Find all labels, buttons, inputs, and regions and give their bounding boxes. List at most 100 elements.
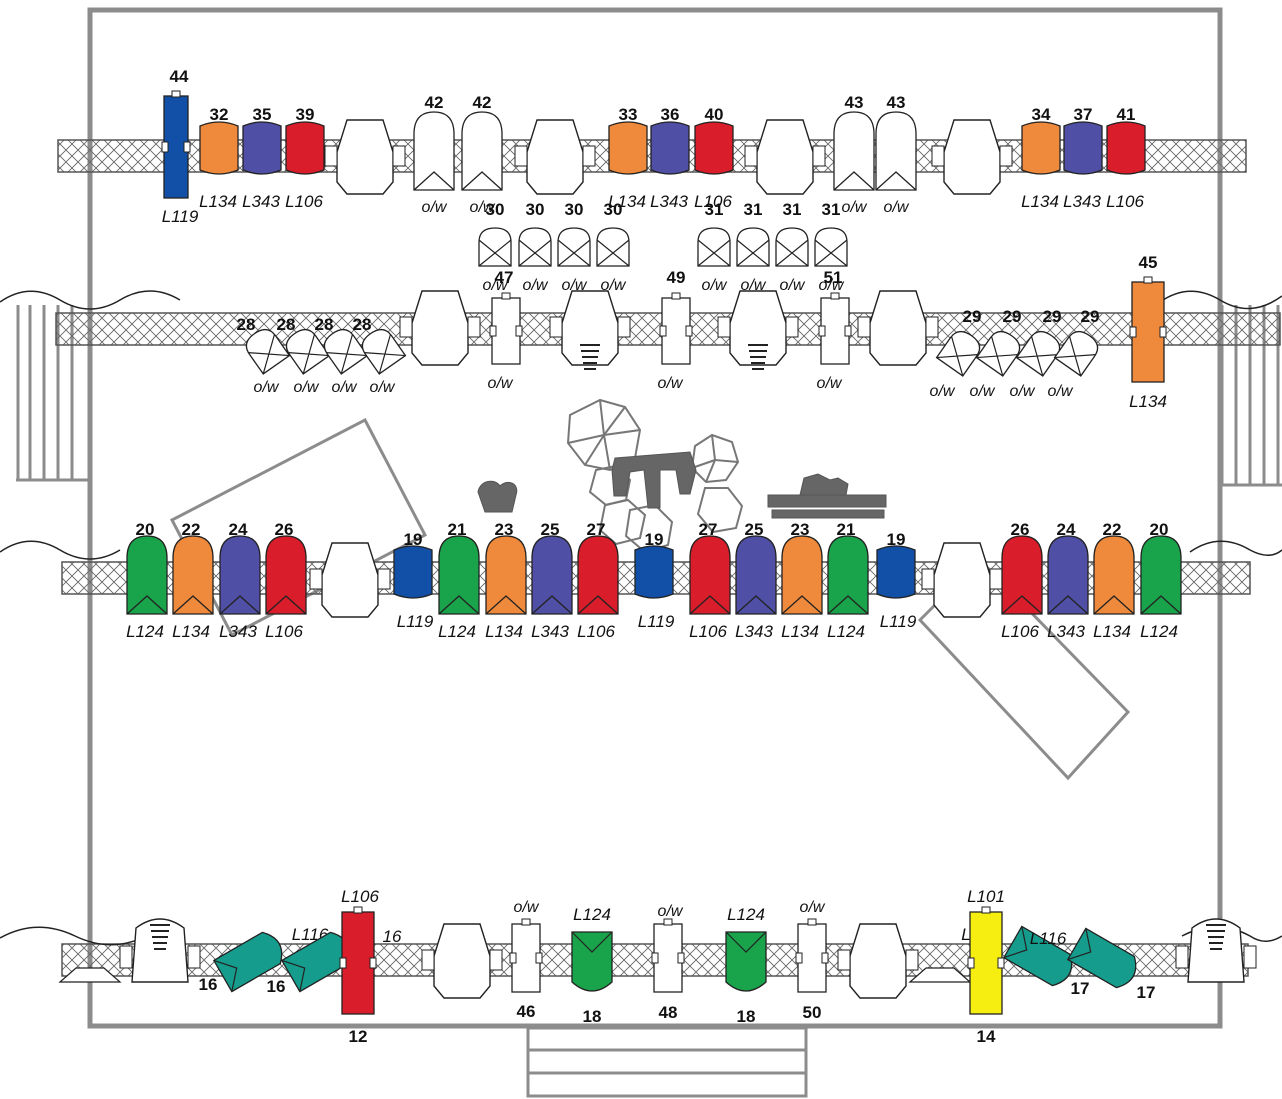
slit-50 [795,918,829,993]
dipole-45 [1129,276,1167,383]
slit-49 [659,292,693,365]
magnet-32 [199,121,239,175]
label-number: 35 [253,105,272,124]
label-number: 16 [267,977,286,996]
beam-module [837,923,919,999]
magnet-25 [735,535,777,615]
crossed-box-31 [775,227,809,267]
label-type: L119 [880,612,917,631]
label-number: 29 [1081,307,1100,326]
label-type: o/w [254,379,280,396]
label-number: 31 [705,200,724,219]
element-43 [833,111,875,191]
beam-module [399,290,481,366]
crossed-box-28 [245,328,291,375]
label-number: 16 [199,975,218,994]
label-type: o/w [483,277,509,294]
label-number: 17 [1137,983,1156,1002]
slit-47 [489,292,523,365]
label-type: L134 [1021,192,1059,211]
label-type: L134 [1093,622,1131,641]
label-number: 28 [315,315,334,334]
beam-module [421,923,503,999]
crossed-box-30 [518,227,552,267]
element-42 [461,111,503,191]
label-type: L124 [1140,622,1178,641]
label-type: L119 [638,612,675,631]
label-type: L124 [438,622,476,641]
label-number: 49 [667,268,686,287]
label-type: L106 [577,622,615,641]
slit-48 [651,918,685,993]
label-number: 19 [645,530,664,549]
label-type: o/w [702,277,728,294]
label-type: L106 [1001,622,1039,641]
label-number: 20 [136,520,155,539]
label-number: 31 [783,200,802,219]
crossed-box-30 [478,227,512,267]
dipole-14 [967,906,1005,1015]
label-number: 34 [1032,105,1051,124]
magnet-16 [212,931,283,993]
beam-module [309,542,391,618]
label-number: 30 [565,200,584,219]
label-type: L134 [1129,392,1167,411]
label-type: L134 [781,622,819,641]
magnet-23 [485,535,527,615]
crossed-box-28 [361,328,407,375]
label-number: 19 [887,530,906,549]
label-number: 43 [887,93,906,112]
magnet-25 [531,535,573,615]
label-number: 47 [495,268,514,287]
label-type: o/w [370,379,396,396]
beam-module [549,290,631,366]
element-43 [875,111,917,191]
magnet-17 [1066,927,1137,989]
row-2-elements: 28o/w28o/w28o/w28o/w47o/w49o/w51o/w29o/w… [237,253,1167,411]
beam-module [931,119,1013,195]
magnet-26 [265,535,307,615]
crossed-box-30 [596,227,630,267]
label-type: L343 [1063,192,1101,211]
label-type: L124 [573,905,611,924]
crossed-box-31 [814,227,848,267]
magnet-18 [725,931,767,992]
magnet-41 [1106,121,1146,175]
label-type: o/w [294,379,320,396]
label-number: 21 [448,520,467,539]
beam-module [921,542,1003,618]
label-type: o/w [819,277,845,294]
label-type: L106 [694,192,732,211]
row-4-elements: 16L116161612L10646o/w18L12448o/w18L12450… [58,887,1257,1046]
label-number: 23 [495,520,514,539]
label-number: 26 [275,520,294,539]
magnet-27 [577,535,619,615]
label-number: 33 [619,105,638,124]
label-number: 25 [745,520,764,539]
label-number: 18 [583,1007,602,1026]
label-number: 50 [803,1003,822,1022]
label-number: 37 [1074,105,1093,124]
label-number: 23 [791,520,810,539]
label-type: 16 [383,927,402,946]
label-number: 24 [1057,520,1076,539]
beam-module [514,119,596,195]
magnet-34 [1021,121,1061,175]
label-number: 27 [699,520,718,539]
dipole-44 [161,90,191,199]
label-number: 31 [822,200,841,219]
magnet-37 [1063,121,1103,175]
magnet-22 [1093,535,1135,615]
beam-module [717,290,799,366]
label-type: o/w [780,277,806,294]
label-number: 24 [229,520,248,539]
beam-module [324,119,406,195]
magnet-20 [126,535,168,615]
label-number: 20 [1150,520,1169,539]
label-type: o/w [470,199,496,216]
label-number: 25 [541,520,560,539]
label-type: L343 [242,192,280,211]
label-number: 29 [963,307,982,326]
room-frame [87,7,1223,1029]
